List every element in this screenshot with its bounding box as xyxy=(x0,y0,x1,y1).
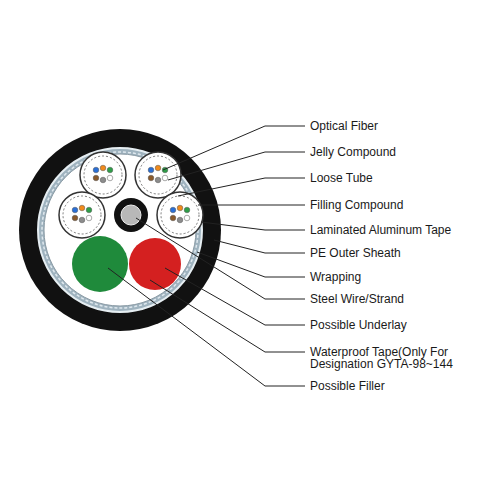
fiber-dot xyxy=(184,215,190,221)
fiber-dot xyxy=(86,215,92,221)
fiber-dot xyxy=(93,175,99,181)
callout-label: Possible Filler xyxy=(310,380,385,392)
leader-line xyxy=(163,126,305,170)
leader-line xyxy=(165,268,305,325)
callout-label: Waterproof Tape(Only For Designation GYT… xyxy=(310,346,475,370)
fiber-dot xyxy=(100,165,106,171)
fiber-dot xyxy=(100,177,106,183)
filler-green xyxy=(72,236,128,292)
loose-tube xyxy=(80,152,126,198)
leader-line xyxy=(150,280,305,352)
fiber-dot xyxy=(86,207,92,213)
callout-label: Loose Tube xyxy=(310,172,373,184)
fiber-dot xyxy=(148,167,154,173)
filler-red xyxy=(129,238,181,290)
fiber-dot xyxy=(162,175,168,181)
callout-label: Wrapping xyxy=(310,271,361,283)
fiber-dot xyxy=(155,165,161,171)
aluminum-tape xyxy=(38,148,202,312)
fiber-dot xyxy=(93,167,99,173)
leader-line xyxy=(198,205,305,206)
fiber-dot xyxy=(79,217,85,223)
callout-label: Filling Compound xyxy=(310,199,403,211)
fiber-dot xyxy=(72,215,78,221)
fiber-dot xyxy=(79,205,85,211)
tube-inner xyxy=(84,156,122,194)
tube-inner xyxy=(139,156,177,194)
fiber-dot xyxy=(177,217,183,223)
fiber-dot xyxy=(72,207,78,213)
leader-line xyxy=(108,268,305,386)
fiber-dot xyxy=(107,175,113,181)
callout-label: Jelly Compound xyxy=(310,146,396,158)
callout-label: Possible Underlay xyxy=(310,319,407,331)
loose-tube xyxy=(135,152,181,198)
loose-tube xyxy=(157,192,203,238)
fiber-dot xyxy=(155,177,161,183)
fiber-dot xyxy=(177,205,183,211)
callout-label: Laminated Aluminum Tape xyxy=(310,224,451,236)
leader-line xyxy=(178,178,305,196)
callout-label: PE Outer Sheath xyxy=(310,247,401,259)
tube-inner xyxy=(63,196,101,234)
loose-tube xyxy=(59,192,105,238)
strength-member xyxy=(114,198,148,232)
leader-line xyxy=(168,152,305,180)
fiber-dot xyxy=(184,207,190,213)
callout-label: Steel Wire/Strand xyxy=(310,293,404,305)
pe-sheath xyxy=(19,129,221,331)
tube-inner xyxy=(161,196,199,234)
fiber-dot xyxy=(148,175,154,181)
fiber-dot xyxy=(107,167,113,173)
fiber-dot xyxy=(170,207,176,213)
leader-line xyxy=(201,222,305,230)
leader-lines xyxy=(108,126,305,386)
steel-wire xyxy=(121,205,141,225)
fiber-dot xyxy=(170,215,176,221)
leader-line xyxy=(214,240,305,253)
callout-label: Optical Fiber xyxy=(310,120,378,132)
leader-line xyxy=(197,252,305,277)
